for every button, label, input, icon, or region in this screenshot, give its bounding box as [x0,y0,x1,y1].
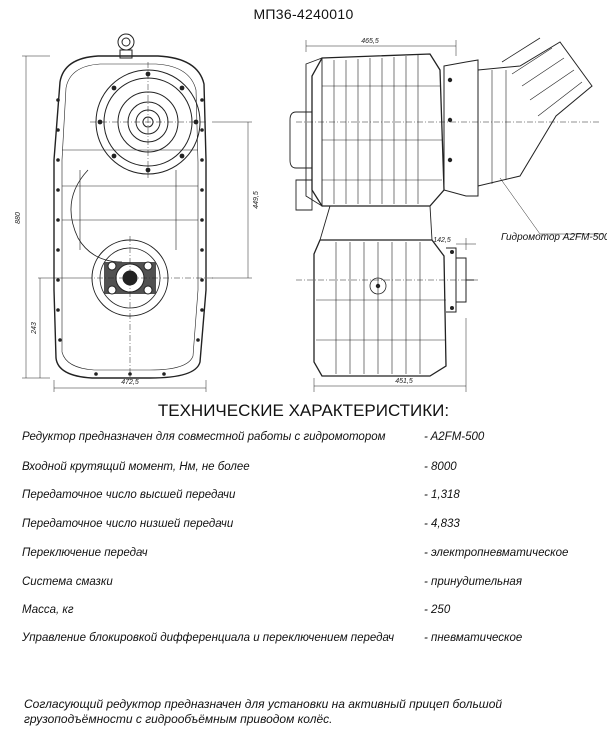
spec-label: Передаточное число низшей передачи [22,518,234,530]
spec-row: Передаточное число низшей передачи - 4,8… [22,518,592,536]
spec-value: - пневматическое [424,632,523,644]
dim-width-front: 472,5 [121,379,139,386]
spec-value: - A2FM-500 [424,431,485,443]
dim-small: 142,5 [433,237,451,244]
spec-label: Переключение передач [22,547,148,559]
hydromotor-label: Гидромотор A2FM-500 [501,232,607,243]
spec-value: - 4,833 [424,518,460,530]
dim-bottom-side: 451,5 [395,378,413,385]
spec-row: Входной крутящий момент, Нм, не более - … [22,461,592,479]
spec-value: - принудительная [424,576,522,588]
spec-row: Система смазки - принудительная [22,576,592,594]
spec-row: Управление блокировкой дифференциала и п… [22,632,592,650]
technical-drawing: 880 243 449,5 472,5 465,5 451,5 142,5 Ги… [15,33,607,392]
spec-label: Входной крутящий момент, Нм, не более [22,461,250,473]
dim-flange-offset: 449,5 [253,191,260,209]
spec-row: Редуктор предназначен для совместной раб… [22,431,592,449]
spec-value: - 250 [424,604,451,616]
spec-value: - электропневматическое [424,547,569,559]
dim-lower-offset: 243 [31,322,38,335]
spec-value: - 8000 [424,461,457,473]
spec-label: Редуктор предназначен для совместной раб… [22,431,386,443]
hydromotor-illustration [443,37,593,197]
spec-label: Масса, кг [22,604,74,616]
spec-row: Переключение передач - электропневматиче… [22,547,592,565]
spec-label: Управление блокировкой дифференциала и п… [22,632,395,644]
front-view [53,33,214,380]
spec-row: Масса, кг - 250 [22,604,592,622]
footnote: Согласующий редуктор предназначен для ус… [24,697,503,726]
spec-heading: ТЕХНИЧЕСКИЕ ХАРАКТЕРИСТИКИ: [157,401,450,420]
dim-top-side: 465,5 [361,38,379,45]
spec-value: - 1,318 [424,489,460,501]
spec-label: Система смазки [22,576,113,588]
spec-label: Передаточное число высшей передачи [22,489,236,501]
dim-overall-height: 880 [15,212,22,224]
side-view [289,37,600,377]
spec-row: Передаточное число высшей передачи - 1,3… [22,489,592,507]
document-title: МП36-4240010 [253,6,354,22]
